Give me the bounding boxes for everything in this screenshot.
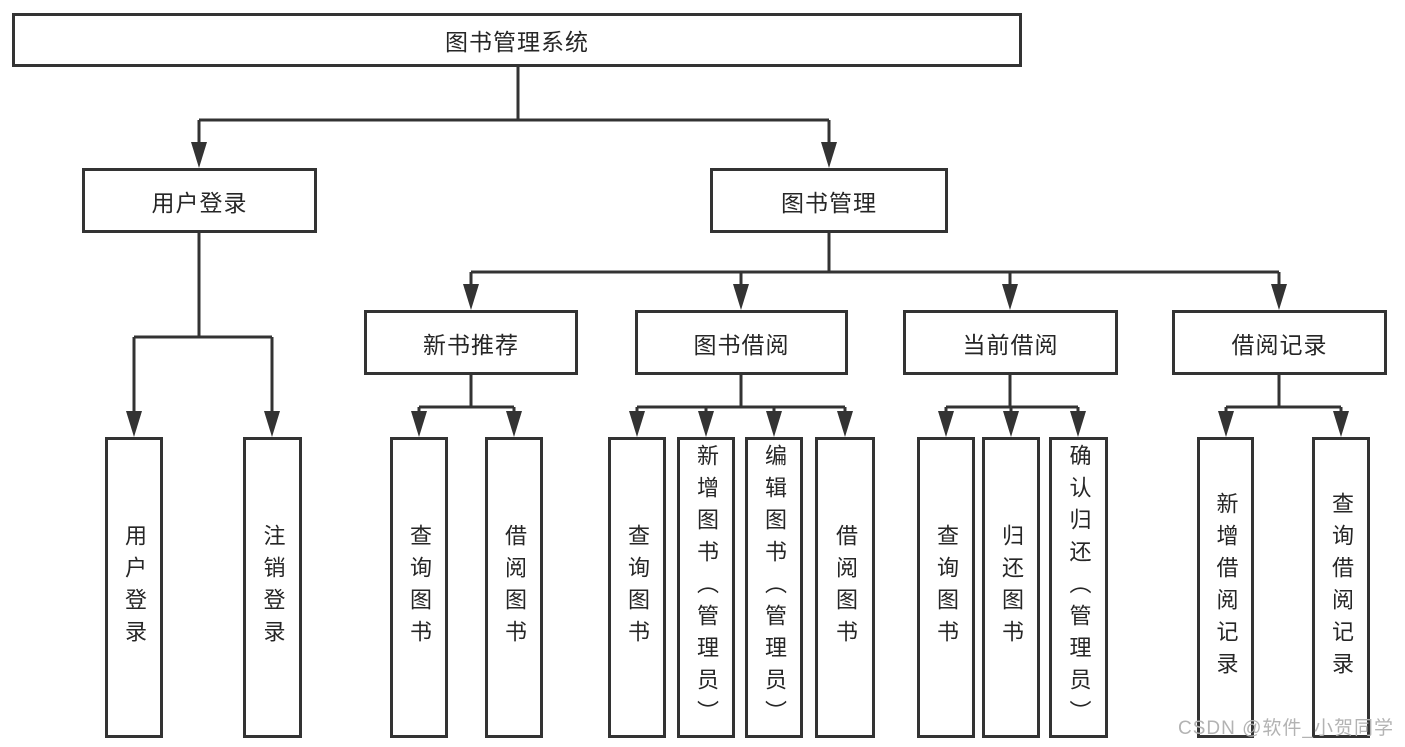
arrow-down-icon — [698, 411, 714, 437]
connector-line — [417, 374, 516, 418]
leaf-query-books-current: 查询图书 — [917, 437, 975, 738]
arrow-down-icon — [837, 411, 853, 437]
leaf-add-borrow-record: 新增借阅记录 — [1197, 437, 1254, 738]
connector-newbookrec-to-leaves — [417, 374, 516, 418]
node-label: 当前借阅 — [962, 331, 1059, 358]
connector-line — [132, 232, 274, 418]
node-label: 用户登录 — [122, 523, 147, 652]
connector-line — [635, 374, 847, 418]
leaf-query-borrow-record: 查询借阅记录 — [1312, 437, 1370, 738]
arrow-down-icon — [1333, 411, 1349, 437]
arrow-down-icon — [1218, 411, 1234, 437]
connector-line — [197, 66, 831, 148]
arrow-down-icon — [1002, 284, 1018, 310]
connector-line — [469, 232, 1281, 290]
node-current-borrowing: 当前借阅 — [903, 310, 1118, 375]
connector-line — [1224, 374, 1343, 418]
node-new-book-recommendation: 新书推荐 — [364, 310, 578, 375]
connector-line — [944, 374, 1080, 418]
leaf-user-login: 用户登录 — [105, 437, 163, 738]
node-label: 查询借阅记录 — [1329, 491, 1354, 684]
node-label: 新增借阅记录 — [1213, 491, 1239, 684]
node-label: 图书借阅 — [693, 331, 790, 358]
leaf-logout: 注销登录 — [243, 437, 302, 738]
connector-currentborrow-to-leaves — [944, 374, 1080, 418]
leaf-query-books-recommend: 查询图书 — [390, 437, 448, 738]
arrow-down-icon — [1003, 411, 1019, 437]
connector-borrowrecord-to-leaves — [1224, 374, 1343, 418]
arrow-down-icon — [411, 411, 427, 437]
arrow-down-icon — [191, 142, 207, 168]
node-label: 归还图书 — [999, 523, 1024, 652]
node-label: 查询图书 — [934, 523, 959, 652]
node-library-management-system: 图书管理系统 — [12, 13, 1022, 67]
leaf-edit-books-admin: 编辑图书（管理员） — [745, 437, 803, 738]
arrow-down-icon — [629, 411, 645, 437]
arrow-down-icon — [1070, 411, 1086, 437]
node-label: 查询图书 — [625, 523, 650, 652]
node-label: 新书推荐 — [423, 331, 519, 358]
arrow-down-icon — [463, 284, 479, 310]
connector-bookmgmt-to-level3 — [469, 232, 1281, 290]
node-label: 借阅记录 — [1231, 331, 1328, 358]
connector-root-to-level2 — [197, 66, 831, 148]
node-label: 借阅图书 — [502, 523, 527, 652]
node-book-borrowing: 图书借阅 — [635, 310, 848, 375]
node-book-management-branch: 图书管理 — [710, 168, 948, 233]
arrow-down-icon — [821, 142, 837, 168]
arrow-down-icon — [126, 411, 142, 437]
connector-userlogin-to-leaves — [132, 232, 274, 418]
leaf-add-books-admin: 新增图书（管理员） — [677, 437, 735, 738]
leaf-confirm-return-admin: 确认归还（管理员） — [1049, 437, 1108, 738]
node-label: 编辑图书（管理员） — [762, 443, 787, 732]
arrow-down-icon — [938, 411, 954, 437]
node-label: 查询图书 — [407, 523, 432, 652]
leaf-return-books: 归还图书 — [982, 437, 1040, 738]
arrow-down-icon — [1271, 284, 1287, 310]
node-label: 注销登录 — [260, 523, 286, 652]
node-user-login-branch: 用户登录 — [82, 168, 317, 233]
arrow-down-icon — [506, 411, 522, 437]
connector-bookborrow-to-leaves — [635, 374, 847, 418]
leaf-query-books-borrowing: 查询图书 — [608, 437, 666, 738]
node-label: 借阅图书 — [833, 523, 858, 652]
node-label: 新增图书（管理员） — [694, 443, 719, 732]
node-borrowing-records: 借阅记录 — [1172, 310, 1387, 375]
csdn-watermark: CSDN @软件_小贺同学 — [1178, 718, 1394, 739]
arrow-down-icon — [766, 411, 782, 437]
node-label: 图书管理 — [781, 189, 877, 216]
node-label: 图书管理系统 — [445, 29, 589, 55]
leaf-borrow-books-recommend: 借阅图书 — [485, 437, 543, 738]
leaf-borrow-books: 借阅图书 — [815, 437, 875, 738]
arrow-down-icon — [733, 284, 749, 310]
node-label: 用户登录 — [151, 189, 248, 216]
arrow-down-icon — [264, 411, 280, 437]
node-label: 确认归还（管理员） — [1066, 443, 1092, 732]
